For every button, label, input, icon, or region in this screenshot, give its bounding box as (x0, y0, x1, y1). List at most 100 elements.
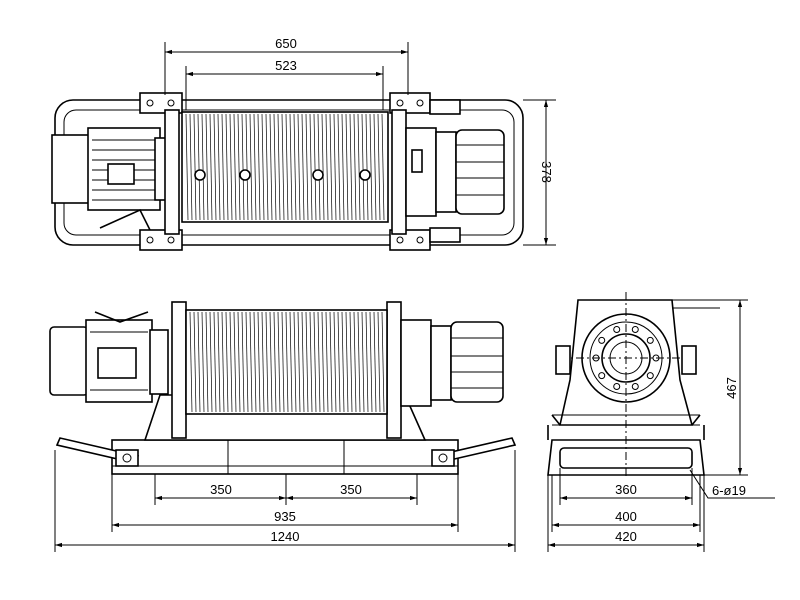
rope-winding (213, 311, 217, 413)
front-gearbox (400, 319, 504, 407)
rope-winding (373, 311, 377, 413)
rope-winding (265, 311, 269, 413)
top-view: 650 523 378 (51, 36, 556, 251)
rope-winding (377, 311, 381, 413)
rope-winding (217, 311, 221, 413)
rope-winding (193, 113, 197, 221)
front-motor (49, 311, 169, 403)
rope-winding (365, 113, 369, 221)
rope-winding (341, 311, 345, 413)
rope-winding (293, 113, 297, 221)
rope-winding (357, 311, 361, 413)
dim-side-base-width: 400 (615, 509, 637, 524)
rope-winding (353, 311, 357, 413)
rope-winding (213, 113, 217, 221)
rope-winding (369, 311, 373, 413)
rope-winding (317, 113, 321, 221)
dim-front-overall-length: 1240 (271, 529, 300, 544)
rope-winding (209, 113, 213, 221)
rope-winding (285, 113, 289, 221)
rope-winding (305, 311, 309, 413)
rope-winding (277, 311, 281, 413)
rope-winding (249, 113, 253, 221)
flange-bolt (631, 325, 639, 333)
dim-front-spacing-right: 350 (340, 482, 362, 497)
rope-winding (225, 311, 229, 413)
rope-winding (253, 113, 257, 221)
side-dims: 467 360 400 420 6-ø19 (547, 299, 775, 552)
front-base (111, 439, 459, 475)
flange-bolt (646, 372, 654, 380)
top-dims: 650 523 378 (164, 36, 556, 246)
rope-winding (273, 311, 277, 413)
rope-winding (241, 113, 245, 221)
rope-winding (209, 311, 213, 413)
dim-side-height: 467 (724, 377, 739, 399)
rope-winding (185, 113, 189, 221)
rope-winding (369, 113, 373, 221)
rope-winding (269, 113, 273, 221)
rope-winding (189, 113, 193, 221)
rope-winding (361, 113, 365, 221)
flange-bolt (631, 383, 639, 391)
top-right-bracket (389, 92, 461, 251)
top-drum (181, 111, 389, 223)
rope-winding (317, 311, 321, 413)
rope-winding (333, 113, 337, 221)
rope-winding (337, 311, 341, 413)
dim-front-spacing-left: 350 (210, 482, 232, 497)
flange-bolt (613, 383, 621, 391)
rope-winding (297, 311, 301, 413)
rope-winding (237, 311, 241, 413)
dim-side-bolt-span: 360 (615, 482, 637, 497)
rope-winding (329, 311, 333, 413)
dim-top-overall-width: 650 (275, 36, 297, 51)
rope-winding (381, 113, 385, 221)
rope-winding (253, 311, 257, 413)
rope-winding (285, 311, 289, 413)
rope-winding (233, 311, 237, 413)
rope-winding (293, 311, 297, 413)
rope-winding (325, 113, 329, 221)
rope-winding (289, 113, 293, 221)
rope-winding (325, 311, 329, 413)
rope-winding (321, 311, 325, 413)
rope-winding (245, 113, 249, 221)
rope-winding (349, 113, 353, 221)
rope-winding (353, 113, 357, 221)
rope-winding (201, 311, 205, 413)
rope-winding (349, 311, 353, 413)
rope-winding (381, 311, 385, 413)
rope-winding (197, 311, 201, 413)
rope-winding (357, 113, 361, 221)
rope-winding (229, 311, 233, 413)
rope-winding (321, 113, 325, 221)
rope-winding (313, 113, 317, 221)
front-view: 350 350 935 1240 (49, 301, 517, 552)
rope-winding (305, 113, 309, 221)
rope-winding (313, 311, 317, 413)
rope-winding (301, 311, 305, 413)
rope-winding (257, 113, 261, 221)
rope-winding (245, 311, 249, 413)
rope-winding (341, 113, 345, 221)
rope-winding (269, 311, 273, 413)
dim-top-height: 378 (539, 161, 554, 183)
rope-winding (281, 113, 285, 221)
rope-winding (333, 311, 337, 413)
top-gearbox (405, 127, 505, 217)
top-motor (51, 127, 174, 231)
side-view: 467 360 400 420 6-ø19 (547, 292, 775, 552)
flange-bolt (598, 372, 606, 380)
rope-winding (309, 113, 313, 221)
rope-winding (309, 311, 313, 413)
rope-winding (257, 311, 261, 413)
rope-winding (345, 311, 349, 413)
rope-winding (205, 311, 209, 413)
rope-winding (265, 113, 269, 221)
rope-winding (373, 113, 377, 221)
rope-winding (221, 311, 225, 413)
rope-winding (261, 311, 265, 413)
rope-winding (205, 113, 209, 221)
rope-winding (193, 311, 197, 413)
